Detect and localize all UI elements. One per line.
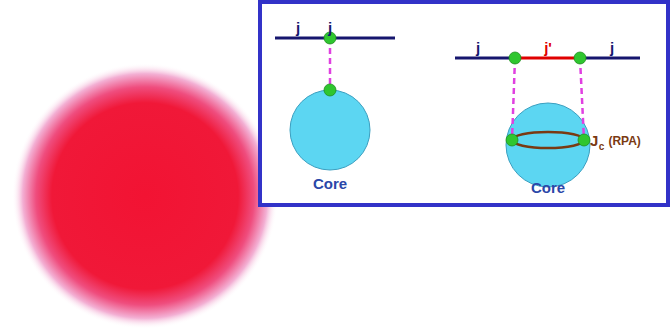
vertex-dot bbox=[509, 52, 521, 64]
rpa-label: (RPA) bbox=[608, 135, 640, 147]
core-sphere bbox=[506, 103, 590, 187]
interaction-dashed-line bbox=[580, 58, 584, 140]
frame-box bbox=[260, 2, 668, 205]
interaction-dashed-line bbox=[512, 58, 515, 140]
orbit-line bbox=[580, 57, 640, 60]
rpa-loop bbox=[512, 132, 584, 148]
core-circle: Core bbox=[285, 88, 375, 193]
core-label: Core bbox=[503, 179, 593, 196]
orbit-line bbox=[455, 57, 515, 60]
intermediate-orbit-label: j' bbox=[544, 40, 552, 55]
core-spin-symbol: J bbox=[590, 133, 598, 148]
core-label: Core bbox=[285, 175, 375, 192]
interaction-dashed-line bbox=[329, 38, 332, 90]
vertex-dot bbox=[506, 134, 518, 146]
orbit-label: j bbox=[296, 20, 300, 35]
vertex-dot bbox=[574, 52, 586, 64]
vertex-dot bbox=[578, 134, 590, 146]
core-circle: Core bbox=[503, 100, 593, 200]
orbit-label: j bbox=[476, 40, 480, 55]
core-sphere bbox=[290, 90, 370, 170]
core-spin-subscript: c bbox=[599, 142, 605, 152]
intermediate-orbit-line bbox=[515, 57, 580, 60]
orbit-label: j bbox=[328, 20, 332, 35]
orbit-label: j bbox=[610, 40, 614, 55]
red-nucleus-blob bbox=[12, 63, 278, 329]
vertex-dot bbox=[324, 84, 336, 96]
